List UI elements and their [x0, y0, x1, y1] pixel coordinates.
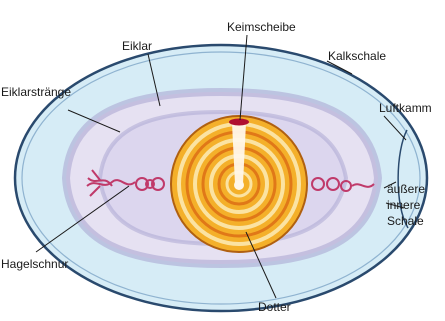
label-innere: innere [387, 198, 421, 212]
label-schale: Schale [387, 214, 424, 228]
label-kalkschale: Kalkschale [328, 49, 386, 63]
label-dotter: Dotter [258, 300, 291, 314]
germinal-disc [229, 119, 249, 126]
label-eiklarstraenge: Eiklarstränge [1, 85, 71, 99]
label-hagelschnur: Hagelschnur [1, 257, 68, 271]
label-aeussere: äußere [387, 182, 425, 196]
label-keimscheibe: Keimscheibe [227, 20, 296, 34]
label-luftkammer: Luftkamm [379, 101, 432, 115]
label-eiklar: Eiklar [122, 39, 152, 53]
yolk [171, 116, 307, 252]
